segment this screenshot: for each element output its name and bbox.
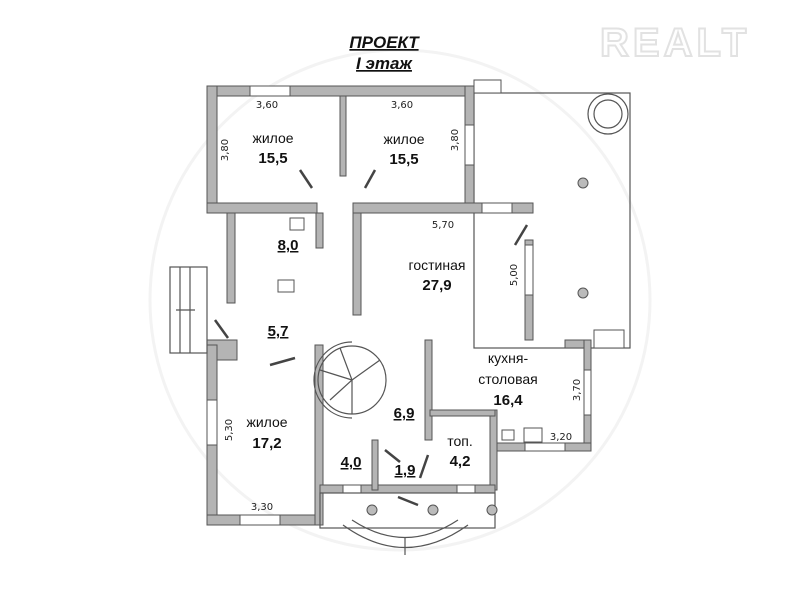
room-area: 1,9 bbox=[395, 462, 416, 479]
sink-icon bbox=[501, 429, 515, 441]
watermark-logo: REALT bbox=[600, 21, 750, 65]
toilet-icon bbox=[277, 279, 295, 293]
dimension-label: 3,70 bbox=[572, 379, 583, 401]
dimension-label: 3,80 bbox=[220, 139, 231, 161]
hot-tub-icon bbox=[587, 93, 629, 135]
room-area: 6,9 bbox=[394, 405, 415, 422]
dimension-label: 3,80 bbox=[450, 129, 461, 151]
watermark-circle bbox=[148, 48, 652, 552]
room-area: 4,0 bbox=[341, 454, 362, 471]
side-steps bbox=[169, 266, 208, 354]
room-area: 17,2 bbox=[252, 435, 281, 452]
doors bbox=[213, 169, 529, 507]
plan-subtitle: I этаж bbox=[356, 54, 413, 73]
dimension-label: 5,30 bbox=[224, 419, 235, 441]
column-icon bbox=[577, 177, 589, 189]
windows bbox=[206, 85, 592, 526]
porch bbox=[319, 492, 498, 555]
room-name: жилое bbox=[246, 414, 287, 430]
room-name: жилое bbox=[383, 131, 424, 147]
room-area: 27,9 bbox=[422, 277, 451, 294]
room-name: столовая bbox=[478, 371, 538, 387]
spiral-staircase bbox=[313, 341, 387, 419]
dimension-label: 3,60 bbox=[391, 100, 413, 111]
stove-icon bbox=[523, 427, 543, 443]
dimension-label: 3,20 bbox=[550, 432, 572, 443]
column-icon bbox=[577, 287, 589, 299]
dimension-label: 5,70 bbox=[432, 220, 454, 231]
room-area: 15,5 bbox=[258, 150, 287, 167]
sink-icon bbox=[289, 217, 305, 231]
room-name: гостиная bbox=[409, 257, 466, 273]
room-area: 8,0 bbox=[278, 237, 299, 254]
dimension-label: 5,00 bbox=[509, 264, 520, 286]
dimension-label: 3,30 bbox=[251, 502, 273, 513]
room-name: жилое bbox=[252, 130, 293, 146]
room-area: 15,5 bbox=[389, 151, 418, 168]
room-area: 5,7 bbox=[268, 323, 289, 340]
room-area: 4,2 bbox=[450, 453, 471, 470]
room-name: топ. bbox=[447, 433, 473, 449]
room-name: кухня- bbox=[488, 350, 529, 366]
room-area: 16,4 bbox=[493, 392, 523, 409]
dimension-label: 3,60 bbox=[256, 100, 278, 111]
plan-title: ПРОЕКТ bbox=[349, 33, 420, 52]
terrace bbox=[473, 79, 631, 349]
